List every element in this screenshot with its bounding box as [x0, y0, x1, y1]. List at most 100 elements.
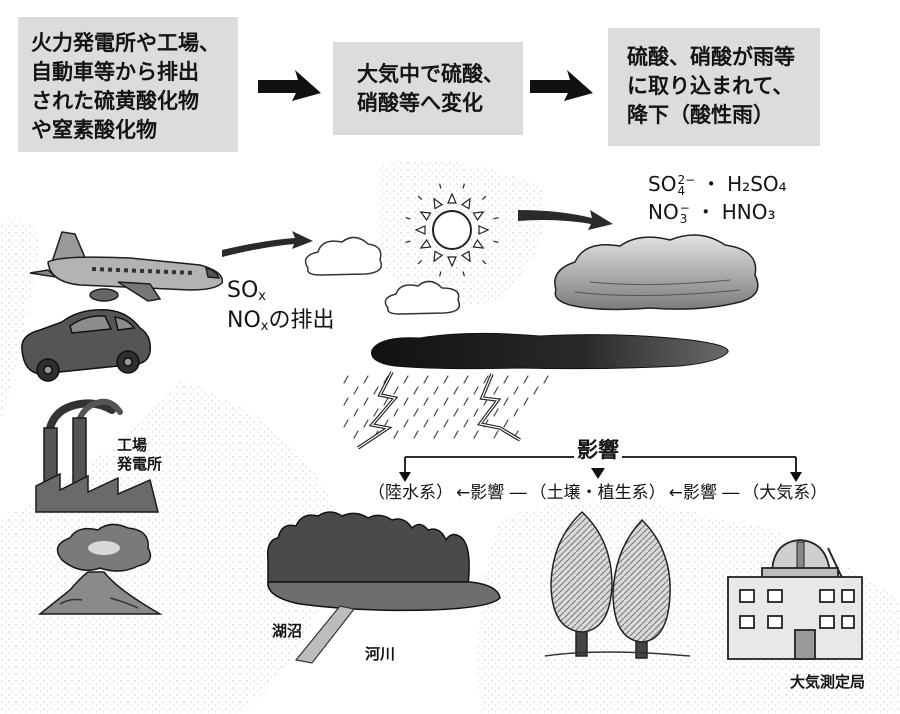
sun-ray-dash — [481, 259, 487, 265]
sun-ray — [433, 250, 444, 263]
sun-ray-dash — [493, 240, 499, 243]
sox-base: SO — [227, 278, 259, 303]
sun-ray — [419, 211, 432, 222]
rain-streak — [443, 397, 449, 406]
rain-streak — [393, 430, 399, 439]
impact-chain: （陸水系） ←影響 ― （土壌・植生系） ←影響 ― （大気系） — [368, 482, 827, 504]
flow-arrow-icon — [530, 70, 593, 101]
sun-ray — [460, 250, 471, 263]
nox-base: NO — [227, 308, 261, 333]
volcano-icon — [37, 523, 163, 615]
monitoring-station-label: 大気測定局 — [790, 673, 866, 691]
sun-ray — [414, 225, 426, 235]
sun-ray — [472, 238, 485, 249]
rain-streak — [493, 408, 499, 417]
sun-ray-dash — [439, 271, 442, 277]
rain-streak — [523, 375, 529, 384]
rain-streak — [533, 386, 539, 395]
rain-streak — [493, 386, 499, 395]
rain-streak — [413, 408, 419, 417]
sun-ray — [433, 197, 444, 210]
rain-streak — [363, 397, 369, 406]
river-icon — [294, 605, 356, 664]
flow-arrow-icon — [518, 210, 613, 230]
acid-formula: HNO₃ — [721, 200, 776, 224]
sun-ray-dash — [417, 195, 423, 201]
cloud-icon — [304, 236, 383, 276]
sun-ray-dash — [405, 240, 411, 243]
rain-streak — [403, 419, 409, 428]
sun-ray — [419, 238, 432, 249]
factory-label: 工場 発電所 — [117, 436, 162, 474]
rain-streak — [363, 419, 369, 428]
rain-streak — [503, 397, 509, 406]
observatory-icon — [727, 539, 863, 660]
ion-charge-stack: 2−4 — [677, 172, 696, 198]
sun-ray — [447, 192, 457, 204]
ion-charge: 2− — [677, 172, 696, 187]
sun-ray — [472, 211, 485, 222]
sun-ray-dash — [493, 217, 499, 220]
rain-streak — [413, 386, 419, 395]
ion-subscript: 4 — [677, 183, 686, 198]
atmospheric-change-box: 大気中で硫酸、 硝酸等へ変化 — [333, 42, 523, 135]
sun-ray-dash — [481, 195, 487, 201]
box-line: 硝酸等へ変化 — [357, 91, 483, 115]
ion-subscript: 3 — [679, 211, 688, 226]
sun-ray — [478, 225, 490, 235]
formula-separator: ・ — [695, 200, 716, 224]
cloud-icon — [384, 280, 461, 315]
rain-streak — [343, 397, 349, 406]
rain-streak — [353, 408, 359, 417]
acid-formula: H₂SO₄ — [727, 172, 787, 196]
rain-streak — [403, 397, 409, 406]
emission-label: SOx NO xの排出 — [227, 279, 335, 339]
rain-streak — [393, 408, 399, 417]
flow-arrow-icon — [222, 231, 313, 257]
rain-streak — [513, 408, 519, 417]
rain-streak — [363, 375, 369, 384]
lightning-icon — [357, 371, 521, 450]
rain-streak — [443, 375, 449, 384]
box-line: 火力発電所や工場、 — [31, 31, 220, 55]
lake-label: 湖沼 — [272, 622, 303, 640]
box-line: に取り込まれて、 — [627, 74, 794, 98]
ion-base: SO — [648, 172, 677, 196]
factory-label-line: 発電所 — [117, 455, 163, 473]
rain-streak — [473, 386, 479, 395]
impact-heading: 影響 — [574, 438, 622, 462]
formula-separator: ・ — [701, 172, 722, 196]
sun-ray-dash — [417, 259, 423, 265]
impact-connector: ←影響 ― — [456, 483, 527, 503]
sox-subscript: x — [258, 289, 266, 304]
rain-streak — [523, 397, 529, 406]
rain-streak — [503, 375, 509, 384]
rain-streak — [483, 375, 489, 384]
forest-icon — [266, 511, 470, 586]
rain-streak — [373, 386, 379, 395]
sun-ray — [460, 197, 471, 210]
box-line: 大気中で硫酸、 — [357, 62, 504, 86]
sun-icon — [405, 183, 499, 277]
rain-streak — [383, 397, 389, 406]
rain-streak — [373, 408, 379, 417]
impact-connector: ←影響 ― — [668, 483, 740, 503]
rain-streak — [453, 408, 459, 417]
system-inland-water: （陸水系） — [368, 483, 453, 503]
emission-suffix: の排出 — [268, 308, 335, 333]
emission-source-box: 火力発電所や工場、 自動車等から排出 された硫黄酸化物 や窒素酸化物 — [18, 17, 238, 152]
rain-streak — [423, 397, 429, 406]
rain-streak — [433, 430, 439, 439]
sox-line: SOx — [227, 279, 335, 309]
rain-icon — [343, 375, 549, 439]
sun-ray — [447, 256, 457, 268]
factory-label-line: 工場 — [117, 436, 148, 454]
rain-streak — [403, 375, 409, 384]
rain-streak — [463, 419, 469, 428]
sun-ray-dash — [439, 183, 442, 189]
rain-streak — [543, 375, 549, 384]
ion-charge: − — [679, 200, 690, 215]
nitrate-formula: NO−3・HNO₃ — [648, 198, 776, 226]
